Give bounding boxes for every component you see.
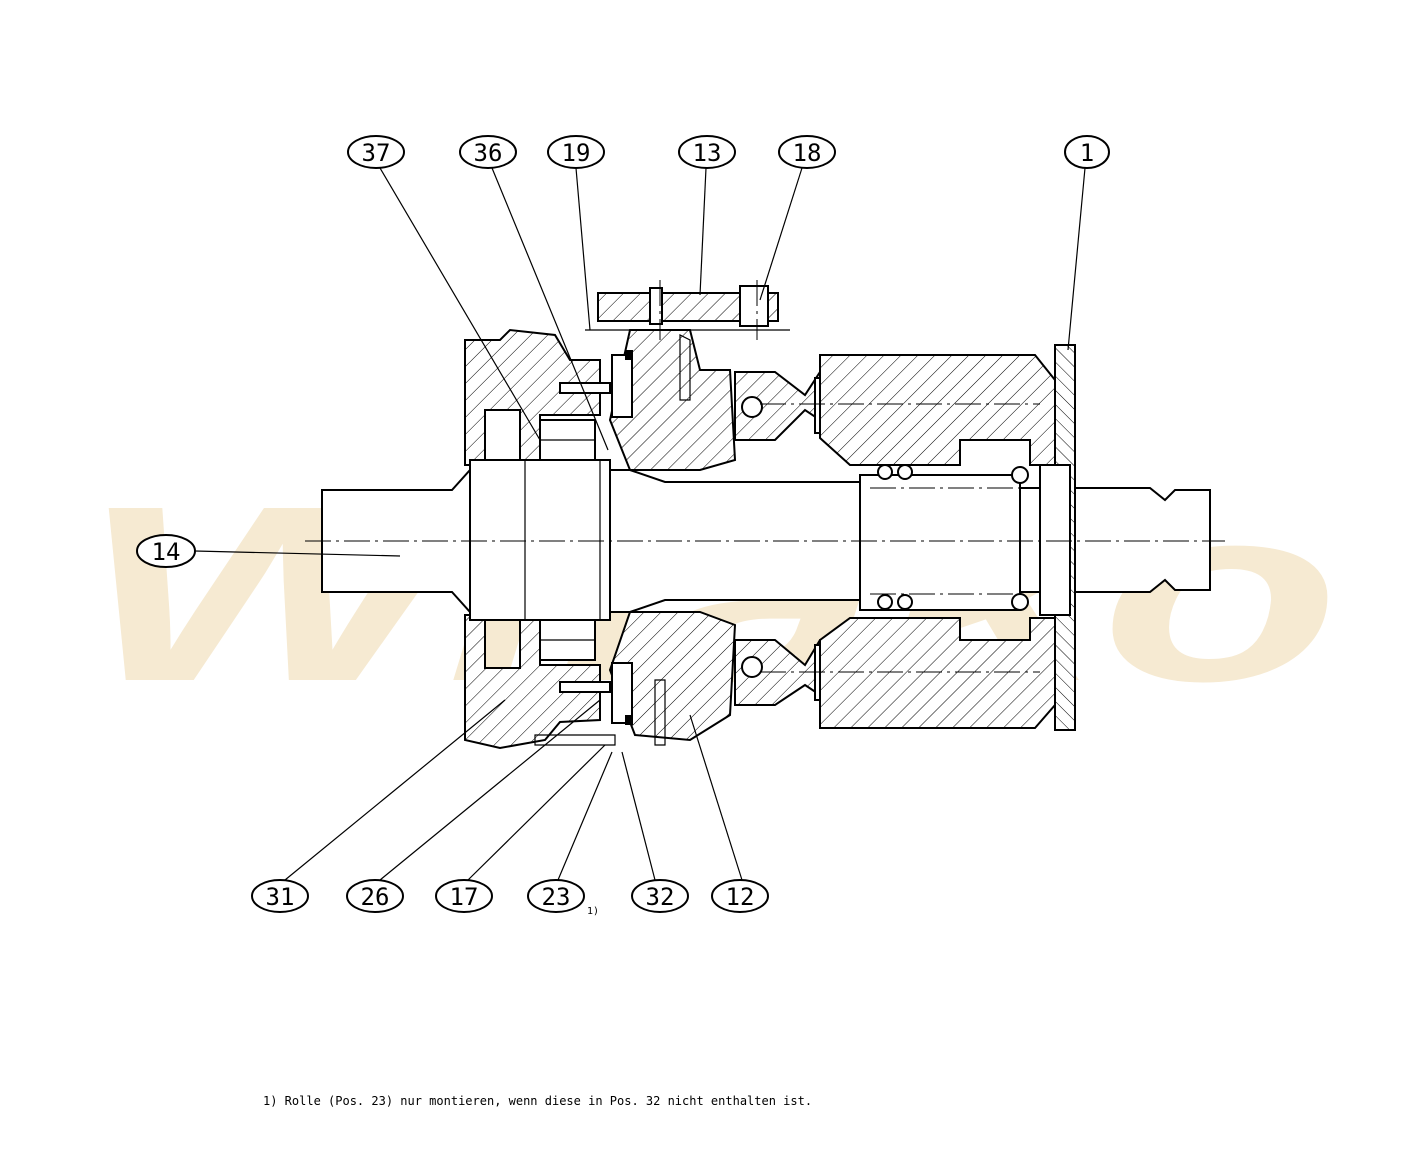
retaining-plate-13 — [585, 285, 790, 331]
cylinder-block — [819, 354, 1056, 729]
housing-flange — [464, 328, 601, 750]
seal-ring-19 — [611, 350, 633, 725]
footnote-text: 1) Rolle (Pos. 23) nur montieren, wenn d… — [263, 1094, 813, 1108]
svg-text:17: 17 — [450, 883, 479, 911]
callout-12: 12 — [711, 879, 769, 913]
svg-text:12: 12 — [726, 883, 755, 911]
svg-text:19: 19 — [562, 139, 591, 167]
svg-text:18: 18 — [793, 139, 822, 167]
svg-text:1: 1 — [1080, 139, 1094, 167]
callout-37: 37 — [347, 135, 405, 169]
pin-26 — [534, 334, 691, 746]
svg-text:31: 31 — [266, 883, 295, 911]
svg-text:14: 14 — [152, 538, 181, 566]
svg-text:37: 37 — [362, 139, 391, 167]
footnote-marker: 1) — [587, 906, 599, 917]
callout-17: 17 — [435, 879, 493, 913]
port-plate-1 — [1039, 344, 1076, 731]
callout-19: 19 — [547, 135, 605, 169]
callout-1: 1 — [1064, 135, 1110, 169]
svg-text:26: 26 — [361, 883, 390, 911]
callout-18: 18 — [778, 135, 836, 169]
callout-23: 23 1) — [527, 879, 599, 917]
callout-36: 36 — [459, 135, 517, 169]
svg-text:32: 32 — [646, 883, 675, 911]
leader-lines — [194, 167, 1086, 881]
swash-plate-12 — [608, 329, 737, 742]
callout-26: 26 — [346, 879, 404, 913]
callout-13: 13 — [678, 135, 736, 169]
callout-31: 31 — [251, 879, 309, 913]
callout-14: 14 — [136, 534, 196, 568]
svg-text:13: 13 — [693, 139, 722, 167]
svg-text:36: 36 — [474, 139, 503, 167]
svg-text:23: 23 — [542, 883, 571, 911]
callout-32: 32 — [631, 879, 689, 913]
